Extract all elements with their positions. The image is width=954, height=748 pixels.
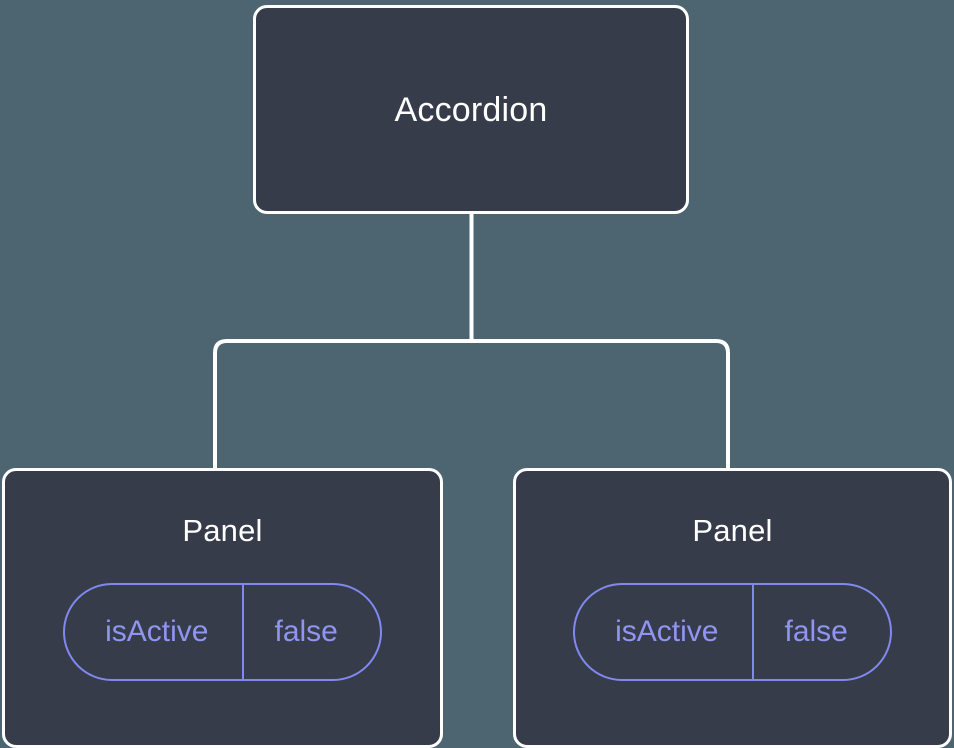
prop-badge-isactive-left[interactable]: isActive false: [63, 583, 382, 681]
node-panel-left-label: Panel: [182, 513, 263, 548]
prop-value-left: false: [274, 615, 338, 648]
node-accordion[interactable]: Accordion: [253, 5, 689, 214]
prop-key-left: isActive: [65, 585, 245, 679]
node-panel-right[interactable]: Panel isActive false: [513, 468, 952, 748]
prop-value-right: false: [784, 615, 848, 648]
node-accordion-label: Accordion: [394, 90, 548, 129]
prop-badge-isactive-right[interactable]: isActive false: [573, 583, 892, 681]
connector-branch-bus: [213, 339, 730, 468]
node-panel-left[interactable]: Panel isActive false: [2, 468, 443, 748]
node-panel-right-label: Panel: [692, 513, 773, 548]
prop-key-right: isActive: [575, 585, 755, 679]
